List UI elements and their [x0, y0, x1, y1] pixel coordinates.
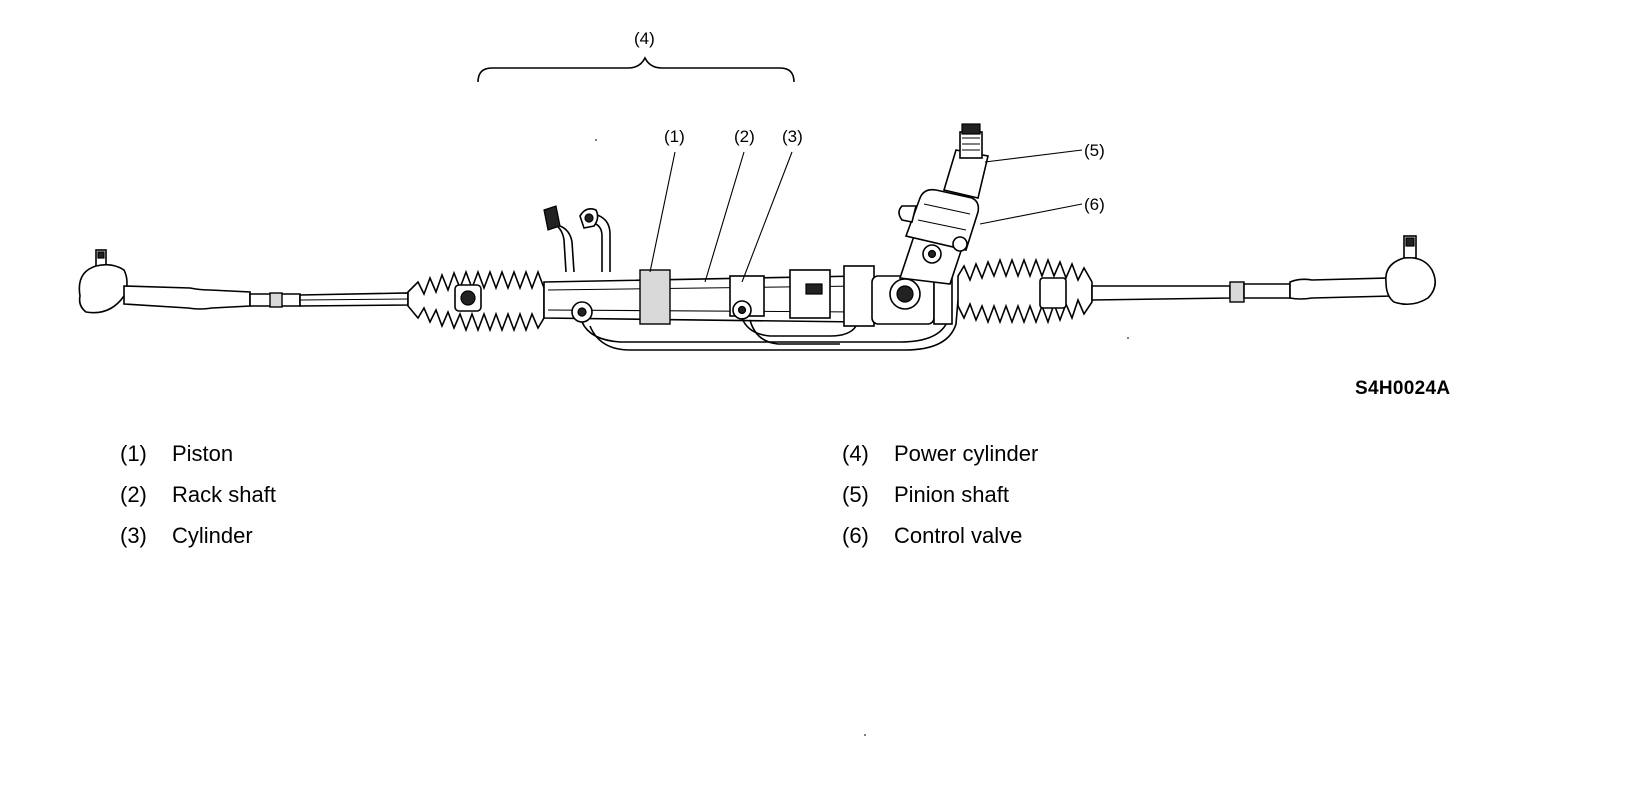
legend-item-pinion-shaft: (5) Pinion shaft [842, 474, 1038, 515]
power-cylinder-bracket [477, 56, 795, 83]
legend-number: (2) [120, 482, 147, 507]
callout-6: (6) [1084, 195, 1105, 214]
upper-pipe-fittings [543, 205, 611, 273]
left-boot [407, 269, 545, 333]
legend-number: (5) [842, 482, 869, 507]
right-tie-rod [1091, 277, 1393, 303]
leader-lines [649, 149, 1083, 283]
hydraulic-pipes [581, 299, 959, 351]
leader-5 [984, 149, 1083, 163]
callout-5: (5) [1084, 141, 1105, 160]
legend-label: Rack shaft [172, 482, 276, 507]
legend-number: (1) [120, 441, 147, 466]
figure-code: S4H0024A [1355, 378, 1451, 399]
scan-dot [1127, 337, 1129, 339]
piston-band [639, 269, 671, 325]
callout-1: (1) [664, 127, 685, 146]
pinion-control-valve [871, 123, 989, 325]
left-tie-rod-end [78, 249, 301, 314]
legend-item-cylinder: (3) Cylinder [120, 515, 276, 556]
legend-item-rack-shaft: (2) Rack shaft [120, 474, 276, 515]
legend-number: (4) [842, 441, 869, 466]
legend-item-power-cylinder: (4) Power cylinder [842, 433, 1038, 474]
scan-dot [864, 734, 866, 736]
scan-dot [595, 139, 597, 141]
legend-label: Cylinder [172, 523, 253, 548]
legend-label: Piston [172, 441, 234, 466]
legend-number: (3) [120, 523, 147, 548]
rack-housing [543, 265, 875, 327]
legend-item-control-valve: (6) Control valve [842, 515, 1038, 556]
legend-label: Pinion shaft [894, 482, 1009, 507]
legend-label: Control valve [894, 523, 1023, 548]
legend-item-piston: (1) Piston [120, 433, 276, 474]
legend-label: Power cylinder [894, 441, 1039, 466]
leader-3 [741, 151, 793, 283]
right-boot [957, 257, 1093, 325]
leader-1 [649, 151, 676, 273]
callout-2: (2) [734, 127, 755, 146]
legend-left-column: (1) Piston (2) Rack shaft (3) Cylinder [120, 433, 276, 556]
legend-right-column: (4) Power cylinder (5) Pinion shaft (6) … [842, 433, 1038, 556]
leader-2 [704, 151, 745, 283]
callout-4: (4) [634, 29, 655, 48]
right-tie-rod-end [1385, 235, 1436, 306]
callout-3: (3) [782, 127, 803, 146]
legend-number: (6) [842, 523, 869, 548]
leader-6 [979, 203, 1083, 225]
